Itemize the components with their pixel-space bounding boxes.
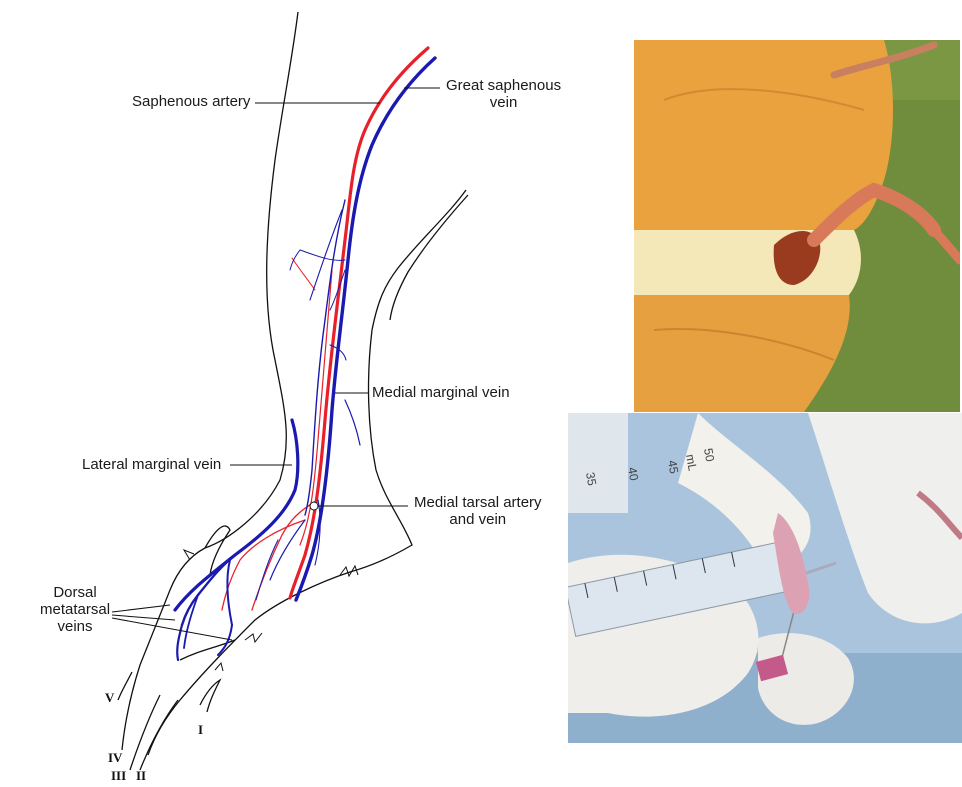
fur-marks	[184, 550, 358, 671]
medial-tarsal-marker	[310, 502, 318, 510]
digit-III: III	[111, 768, 126, 784]
label-medial-tarsal-line1: Medial tarsal artery	[414, 494, 542, 511]
digit-V: V	[105, 690, 114, 706]
label-medial-tarsal-line2: and vein	[414, 511, 542, 528]
arteries	[222, 48, 428, 610]
label-medial-marginal-vein: Medial marginal vein	[372, 384, 510, 401]
label-dorsal-line3: veins	[40, 618, 110, 635]
photo-syringe-injection: 35 40 45 mL 50	[568, 413, 962, 743]
digit-IV: IV	[108, 750, 122, 766]
photo-restrained-foot	[634, 40, 960, 412]
syringe-mark-40: 40	[625, 466, 641, 482]
label-lateral-marginal-vein: Lateral marginal vein	[82, 456, 221, 473]
label-great-saphenous-line1: Great saphenous	[446, 77, 561, 94]
digit-II: II	[136, 768, 146, 784]
label-dorsal-line2: metatarsal	[40, 601, 110, 618]
syringe-mark-45: 45	[665, 459, 681, 475]
syringe-mark-ml: mL	[683, 453, 700, 472]
label-medial-tarsal: Medial tarsal artery and vein	[414, 494, 542, 528]
veins	[175, 58, 435, 660]
digit-I: I	[198, 722, 203, 738]
syringe-mark-35: 35	[583, 471, 599, 487]
label-great-saphenous-line2: vein	[446, 94, 561, 111]
label-great-saphenous-vein: Great saphenous vein	[446, 77, 561, 111]
label-dorsal-line1: Dorsal	[40, 584, 110, 601]
syringe-mark-50: 50	[701, 447, 717, 463]
label-saphenous-artery: Saphenous artery	[132, 93, 250, 110]
label-dorsal-metatarsal-veins: Dorsal metatarsal veins	[40, 584, 110, 635]
